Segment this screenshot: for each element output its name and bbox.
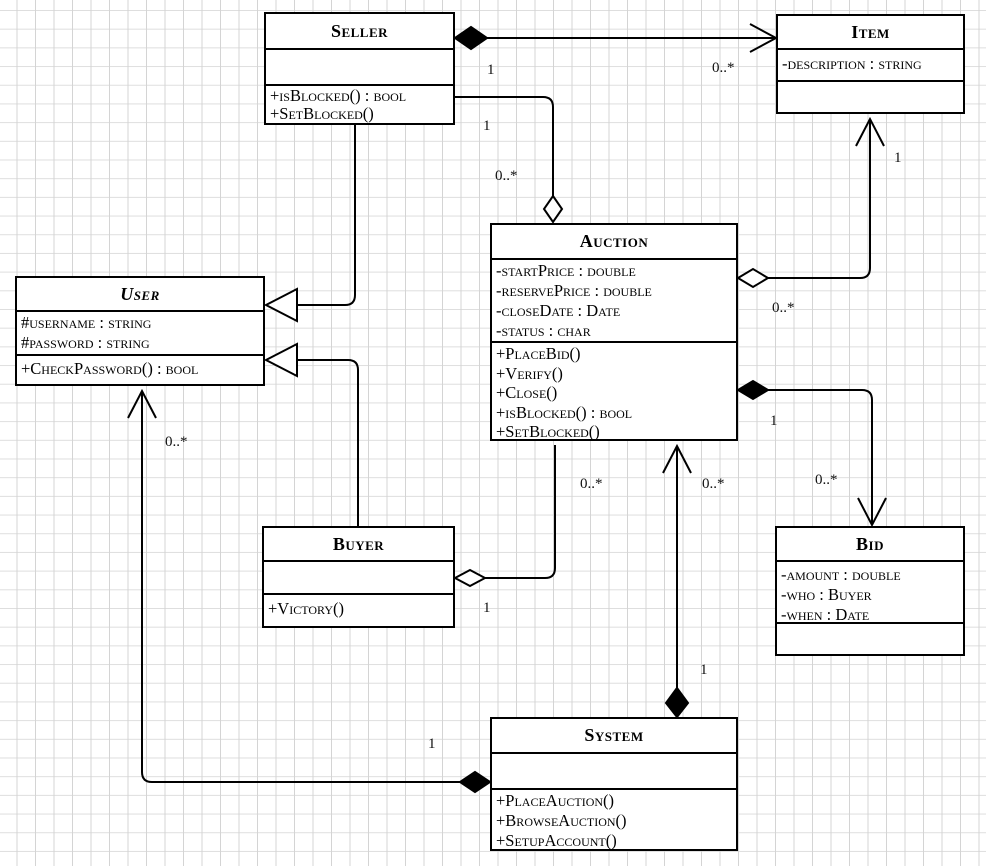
multiplicity-item-end: 0..* bbox=[712, 60, 735, 76]
open-arrowhead-icon bbox=[855, 116, 885, 147]
method: +SetBlocked() bbox=[270, 104, 374, 123]
class-system-attributes bbox=[492, 752, 736, 788]
multiplicity-system-end: 1 bbox=[428, 736, 436, 752]
class-system-title: System bbox=[584, 725, 644, 745]
class-system: System +PlaceAuction() +BrowseAuction() … bbox=[490, 717, 738, 851]
multiplicity-system-end: 1 bbox=[700, 662, 708, 678]
open-arrowhead-icon bbox=[127, 388, 157, 419]
method: +isBlocked() : bool bbox=[270, 86, 407, 105]
class-bid-attributes: -amount : double -who : Buyer -when : Da… bbox=[777, 560, 963, 622]
connector-buyer-auction bbox=[452, 445, 556, 588]
filled-diamond-icon bbox=[458, 770, 492, 794]
method: +SetupAccount() bbox=[496, 831, 617, 849]
open-diamond-icon bbox=[736, 267, 770, 289]
connector-seller-item bbox=[453, 23, 779, 53]
attribute: -closeDate : Date bbox=[496, 301, 621, 320]
class-system-methods: +PlaceAuction() +BrowseAuction() +SetupA… bbox=[492, 788, 736, 849]
connector-system-auction bbox=[662, 443, 692, 719]
attribute: -status : char bbox=[496, 321, 591, 340]
multiplicity-user-end: 0..* bbox=[165, 434, 188, 450]
method: +PlaceBid() bbox=[496, 344, 581, 363]
method: +isBlocked() : bool bbox=[496, 402, 633, 422]
method: +SetBlocked() bbox=[496, 422, 600, 439]
class-seller-title: Seller bbox=[330, 20, 389, 41]
multiplicity-auction-end: 0..* bbox=[495, 168, 518, 184]
connector-seller-auction bbox=[455, 96, 564, 224]
attribute: #username : string bbox=[21, 313, 152, 332]
attribute: -who : Buyer bbox=[781, 585, 872, 604]
attribute: -reservePrice : double bbox=[496, 281, 652, 300]
class-item: Item -description : string bbox=[776, 14, 965, 114]
connector-seller-user-generalization bbox=[263, 125, 356, 323]
generalization-triangle-icon bbox=[263, 287, 298, 323]
method: +BrowseAuction() bbox=[496, 811, 627, 830]
open-diamond-icon bbox=[452, 568, 488, 588]
multiplicity-seller-end: 1 bbox=[487, 62, 495, 78]
method: +CheckPassword() : bool bbox=[21, 359, 199, 378]
class-item-title: Item bbox=[851, 21, 890, 42]
class-user: User #username : string #password : stri… bbox=[15, 276, 265, 386]
connector-auction-bid bbox=[736, 379, 887, 528]
multiplicity-auction-end: 1 bbox=[770, 413, 778, 429]
multiplicity-auction-end: 0..* bbox=[702, 476, 725, 492]
attribute: -when : Date bbox=[781, 605, 870, 622]
generalization-triangle-icon bbox=[263, 342, 298, 378]
connector-auction-item bbox=[736, 116, 885, 289]
class-seller-attributes bbox=[266, 48, 453, 84]
class-auction-methods: +PlaceBid() +Verify() +Close() +isBlocke… bbox=[492, 341, 736, 439]
class-user-title: User bbox=[120, 283, 160, 304]
open-arrowhead-icon bbox=[662, 443, 692, 474]
open-arrowhead-icon bbox=[749, 23, 779, 53]
method: +PlaceAuction() bbox=[496, 791, 615, 810]
multiplicity-item-end: 1 bbox=[894, 150, 902, 166]
attribute: -description : string bbox=[782, 54, 922, 73]
class-bid-methods bbox=[777, 622, 963, 654]
class-auction: Auction -startPrice : double -reservePri… bbox=[490, 223, 738, 441]
class-buyer-attributes bbox=[264, 560, 453, 593]
multiplicity-bid-end: 0..* bbox=[815, 472, 838, 488]
method: +Verify() bbox=[496, 363, 563, 383]
filled-diamond-icon bbox=[736, 379, 770, 401]
class-item-attributes: -description : string bbox=[778, 48, 963, 80]
class-user-methods: +CheckPassword() : bool bbox=[17, 354, 263, 384]
multiplicity-seller-end: 1 bbox=[483, 118, 491, 134]
filled-diamond-icon bbox=[664, 686, 690, 719]
class-user-attributes: #username : string #password : string bbox=[17, 310, 263, 354]
attribute: -startPrice : double bbox=[496, 261, 636, 280]
connector-buyer-user-generalization bbox=[263, 342, 359, 526]
class-buyer-methods: +Victory() bbox=[264, 593, 453, 626]
open-diamond-icon bbox=[542, 194, 564, 224]
method: +Close() bbox=[496, 383, 558, 402]
multiplicity-auction-end: 0..* bbox=[772, 300, 795, 316]
multiplicity-auction-end: 0..* bbox=[580, 476, 603, 492]
attribute: -amount : double bbox=[781, 565, 901, 584]
class-buyer: Buyer +Victory() bbox=[262, 526, 455, 628]
filled-diamond-icon bbox=[453, 25, 489, 51]
multiplicity-buyer-end: 1 bbox=[483, 600, 491, 616]
class-seller-methods: +isBlocked() : bool +SetBlocked() bbox=[266, 84, 453, 123]
attribute: #password : string bbox=[21, 333, 150, 352]
method: +Victory() bbox=[268, 599, 344, 618]
class-seller: Seller +isBlocked() : bool +SetBlocked() bbox=[264, 12, 455, 125]
class-auction-attributes: -startPrice : double -reservePrice : dou… bbox=[492, 258, 736, 341]
class-item-methods bbox=[778, 80, 963, 112]
class-bid-title: Bid bbox=[856, 533, 884, 554]
class-buyer-title: Buyer bbox=[332, 533, 385, 554]
open-arrowhead-icon bbox=[857, 497, 887, 528]
class-bid: Bid -amount : double -who : Buyer -when … bbox=[775, 526, 965, 656]
class-auction-title: Auction bbox=[579, 231, 649, 251]
